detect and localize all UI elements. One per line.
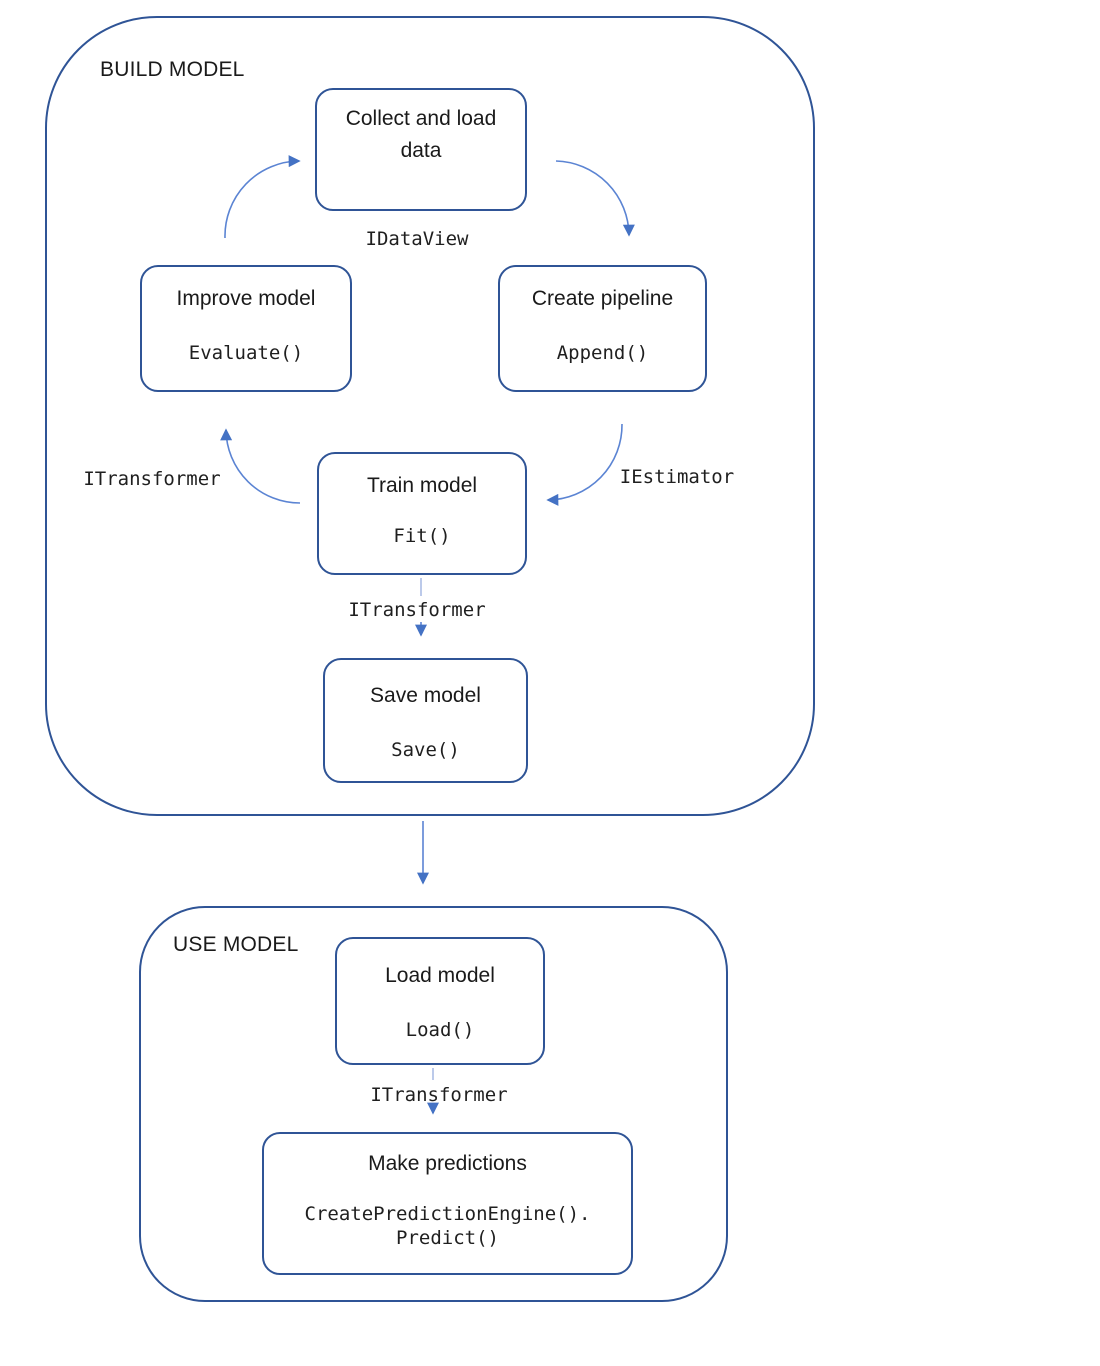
node-title: Load model [385, 964, 495, 987]
node-train-model: Train model Fit() [317, 452, 527, 575]
label-itransformer-feedback: ITransformer [83, 468, 221, 490]
build-model-container [45, 16, 815, 816]
node-title: Save model [370, 684, 481, 707]
node-improve-model: Improve model Evaluate() [140, 265, 352, 392]
node-save-model: Save model Save() [323, 658, 528, 783]
build-model-label: BUILD MODEL [100, 58, 245, 81]
node-title: Create pipeline [531, 287, 674, 310]
node-code: Append() [556, 342, 649, 364]
label-itransformer-to-predict: ITransformer [370, 1084, 508, 1106]
label-idataview: IDataView [365, 228, 469, 250]
node-title: Improve model [176, 287, 316, 310]
node-load-model: Load model Load() [335, 937, 545, 1065]
label-iestimator: IEstimator [619, 466, 735, 488]
node-code: Load() [405, 1019, 475, 1041]
use-model-label: USE MODEL [173, 933, 299, 956]
node-code: Evaluate() [188, 342, 304, 364]
node-title: Train model [366, 474, 478, 497]
node-code: CreatePredictionEngine(). Predict() [264, 1202, 631, 1250]
node-make-predictions: Make predictions CreatePredictionEngine(… [262, 1132, 633, 1275]
node-code: Fit() [393, 525, 451, 547]
node-title: Collect and load data [345, 107, 497, 162]
node-title: Make predictions [368, 1152, 527, 1175]
node-collect-and-load-data: Collect and load data [315, 88, 527, 211]
node-code-line: Predict() [396, 1227, 499, 1249]
label-itransformer-to-save: ITransformer [348, 599, 486, 621]
node-code: Save() [391, 739, 460, 761]
use-model-container [139, 906, 728, 1302]
node-code-line: CreatePredictionEngine(). [304, 1203, 591, 1225]
node-create-pipeline: Create pipeline Append() [498, 265, 707, 392]
